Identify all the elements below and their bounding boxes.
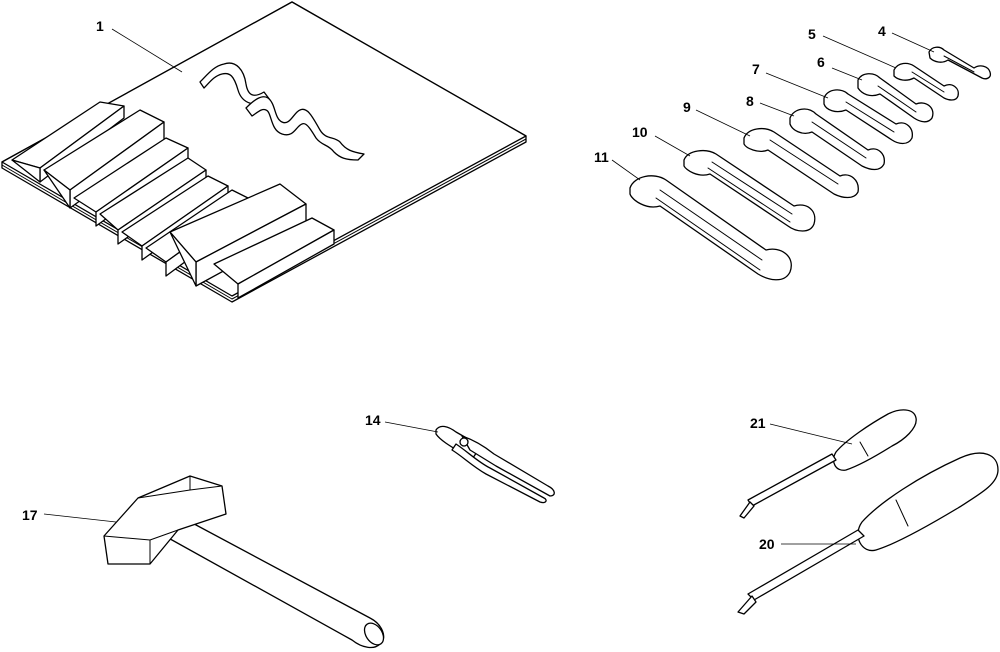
callout-1: 1	[96, 18, 104, 34]
callout-10: 10	[632, 124, 648, 140]
tray-clip	[245, 96, 365, 161]
tool-tray	[1, 1, 527, 303]
wrench-10	[654, 135, 816, 232]
pliers	[384, 421, 555, 504]
callout-4: 4	[878, 23, 886, 39]
callout-20: 20	[759, 536, 775, 552]
callout-8: 8	[746, 93, 754, 109]
callout-7: 7	[752, 61, 760, 77]
wrench-9	[695, 109, 859, 199]
wrench-6	[831, 67, 934, 123]
callout-6: 6	[817, 54, 825, 70]
callout-17: 17	[22, 507, 38, 523]
wrench-4	[891, 32, 992, 80]
wrench-5	[822, 35, 959, 101]
small-screwdriver	[739, 409, 917, 519]
wrench-8	[759, 102, 885, 171]
wrench-7	[765, 72, 913, 145]
tray-pocket	[213, 217, 335, 299]
callout-21: 21	[750, 415, 766, 431]
wrench-11	[611, 159, 792, 281]
callout-5: 5	[808, 26, 816, 42]
callout-9: 9	[683, 99, 691, 115]
callout-14: 14	[365, 412, 381, 428]
large-screwdriver	[737, 452, 999, 615]
callout-11: 11	[594, 149, 609, 165]
hammer	[43, 475, 385, 649]
